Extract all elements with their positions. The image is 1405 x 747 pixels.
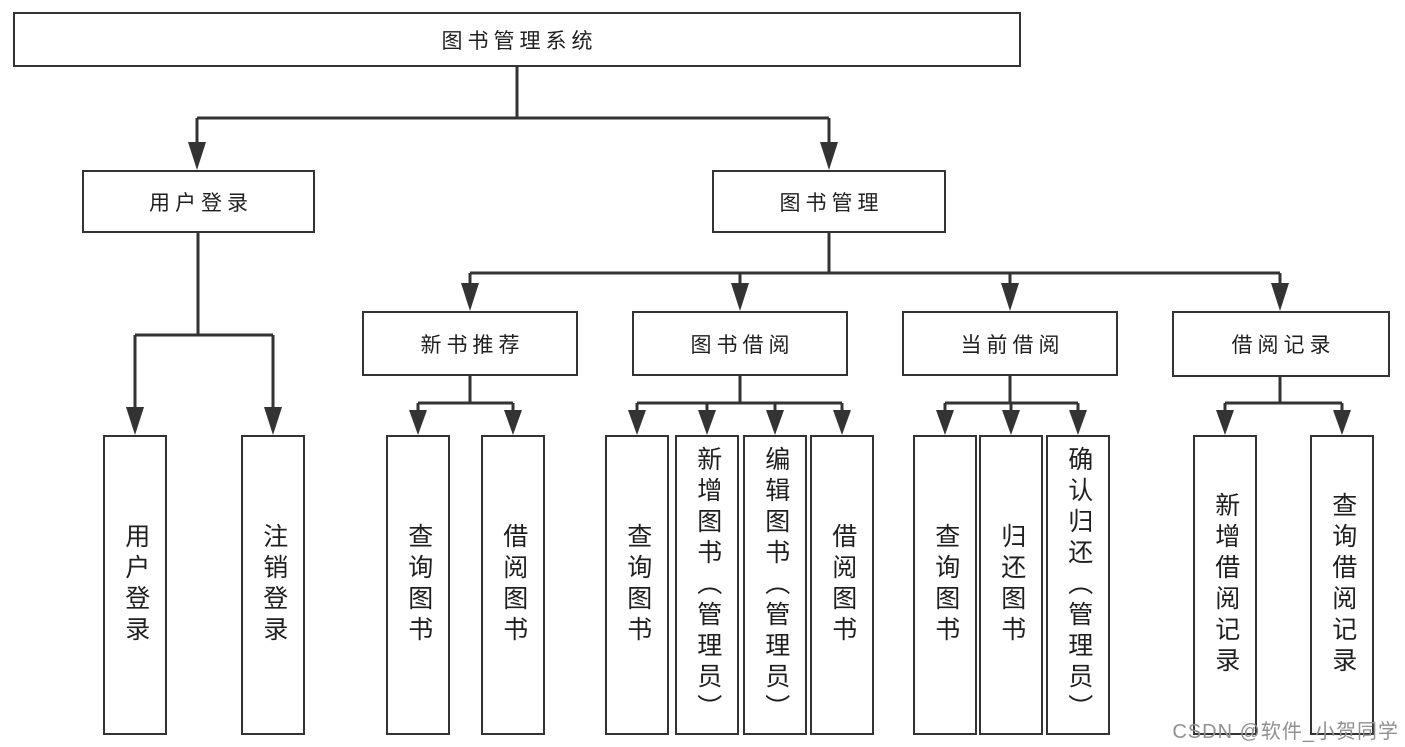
arrow-down-icon xyxy=(698,410,716,435)
connector-login-to-leaves xyxy=(133,233,275,409)
connector-borrow-to-leaves xyxy=(635,376,844,412)
arrow-down-icon xyxy=(504,410,522,435)
leaf-label: 查询图书 xyxy=(404,523,433,647)
leaf-logout: 注销登录 xyxy=(241,435,305,735)
leaf-label: 新增借阅记录 xyxy=(1211,492,1240,678)
connector-records-to-leaves xyxy=(1223,377,1344,412)
leaf-borrow-books-2: 借阅图书 xyxy=(810,435,874,735)
leaf-query-books-3: 查询图书 xyxy=(913,435,977,735)
leaf-query-books-2: 查询图书 xyxy=(605,435,669,735)
leaf-user-login: 用户登录 xyxy=(103,435,167,735)
arrow-down-icon xyxy=(1069,410,1087,435)
node-current-borrow: 当前借阅 xyxy=(902,311,1118,376)
arrow-down-icon xyxy=(731,283,749,311)
leaf-edit-books-admin: 编辑图书（管理员） xyxy=(743,435,807,735)
leaf-label: 归还图书 xyxy=(997,523,1026,647)
arrow-down-icon xyxy=(833,410,851,435)
leaf-borrow-books-1: 借阅图书 xyxy=(481,435,545,735)
leaf-label: 确认归还（管理员） xyxy=(1064,445,1093,725)
node-label: 图书管理系统 xyxy=(441,29,598,53)
arrow-down-icon xyxy=(1001,283,1019,311)
node-label: 借阅记录 xyxy=(1231,334,1336,357)
arrow-down-icon xyxy=(1002,410,1020,435)
node-label: 图书管理 xyxy=(779,191,884,215)
leaf-label: 查询图书 xyxy=(931,523,960,647)
leaf-label: 查询图书 xyxy=(623,523,652,647)
leaf-label: 新增图书（管理员） xyxy=(693,445,722,725)
leaf-label: 查询借阅记录 xyxy=(1328,492,1357,678)
leaf-label: 借阅图书 xyxy=(828,523,857,647)
node-label: 图书借阅 xyxy=(690,333,795,357)
connector-current-to-leaves xyxy=(943,376,1080,412)
leaf-label: 用户登录 xyxy=(121,523,150,647)
node-user-login: 用户登录 xyxy=(82,170,315,233)
node-borrow-records: 借阅记录 xyxy=(1172,311,1390,377)
arrow-down-icon xyxy=(409,410,427,435)
node-book-management: 图书管理 xyxy=(712,170,946,233)
arrow-down-icon xyxy=(188,142,206,170)
leaf-label: 借阅图书 xyxy=(499,523,528,647)
node-label: 新书推荐 xyxy=(420,333,525,357)
connector-newbook-to-leaves xyxy=(416,376,515,412)
leaf-return-books: 归还图书 xyxy=(979,435,1043,735)
arrow-down-icon xyxy=(1271,283,1289,311)
node-label: 当前借阅 xyxy=(960,333,1065,357)
leaf-add-books-admin: 新增图书（管理员） xyxy=(675,435,739,735)
arrow-down-icon xyxy=(936,410,954,435)
arrow-down-icon xyxy=(264,407,282,435)
node-book-borrow: 图书借阅 xyxy=(632,311,848,376)
arrow-down-icon xyxy=(1333,410,1351,435)
arrow-down-icon xyxy=(1216,410,1234,435)
leaf-confirm-return-admin: 确认归还（管理员） xyxy=(1046,435,1110,735)
csdn-watermark: CSDN @软件_小贺同学 xyxy=(1172,721,1399,743)
node-new-book-recommend: 新书推荐 xyxy=(362,311,578,376)
connector-root-to-level2 xyxy=(195,67,831,144)
leaf-label: 编辑图书（管理员） xyxy=(761,445,790,725)
leaf-query-books-1: 查询图书 xyxy=(386,435,450,735)
arrow-down-icon xyxy=(628,410,646,435)
arrow-down-icon xyxy=(126,407,144,435)
arrowheads xyxy=(126,142,1351,435)
leaf-add-borrow-record: 新增借阅记录 xyxy=(1193,435,1257,735)
arrow-down-icon xyxy=(766,410,784,435)
arrow-down-icon xyxy=(820,142,838,170)
leaf-label: 注销登录 xyxy=(259,523,288,647)
node-root-system: 图书管理系统 xyxy=(13,12,1021,67)
leaf-query-borrow-record: 查询借阅记录 xyxy=(1310,435,1374,735)
node-label: 用户登录 xyxy=(149,191,253,215)
connector-mgmt-to-level3 xyxy=(468,233,1282,285)
arrow-down-icon xyxy=(461,283,479,311)
